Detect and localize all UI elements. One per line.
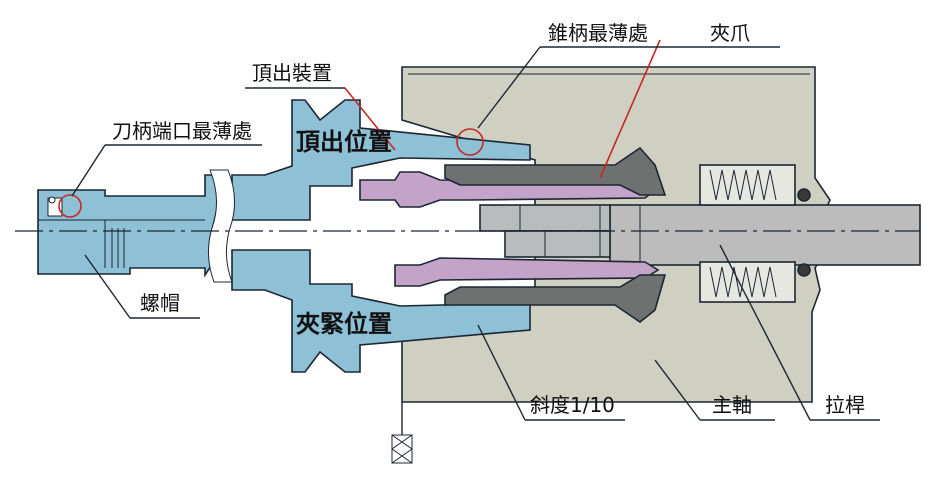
ejector xyxy=(359,171,660,287)
label-ejection-position: 頂出位置 xyxy=(296,128,392,156)
label-clamping-position: 夾緊位置 xyxy=(296,310,392,338)
label-drawbar: 拉桿 xyxy=(825,393,865,417)
tool-holder xyxy=(37,99,531,373)
label-collet: 夾爪 xyxy=(710,21,750,45)
cross-hatch-icon xyxy=(391,434,413,464)
disc-springs xyxy=(699,164,811,303)
label-ejection-device: 頂出裝置 xyxy=(252,61,332,85)
label-nut: 螺帽 xyxy=(140,291,180,315)
thin-wall-marker-circle xyxy=(58,194,82,218)
thin-wall-marker-circle xyxy=(456,128,484,156)
label-holder-port-thinnest: 刀柄端口最薄處 xyxy=(112,119,252,143)
label-leaders xyxy=(71,46,880,435)
break-line-icon xyxy=(208,169,235,283)
collet xyxy=(444,146,667,323)
label-slope: 斜度1/10 xyxy=(530,393,615,417)
red-leaders xyxy=(344,39,661,179)
label-spindle: 主軸 xyxy=(712,393,752,417)
label-taper-thinnest: 錐柄最薄處 xyxy=(548,21,648,45)
drawbar xyxy=(609,204,921,266)
